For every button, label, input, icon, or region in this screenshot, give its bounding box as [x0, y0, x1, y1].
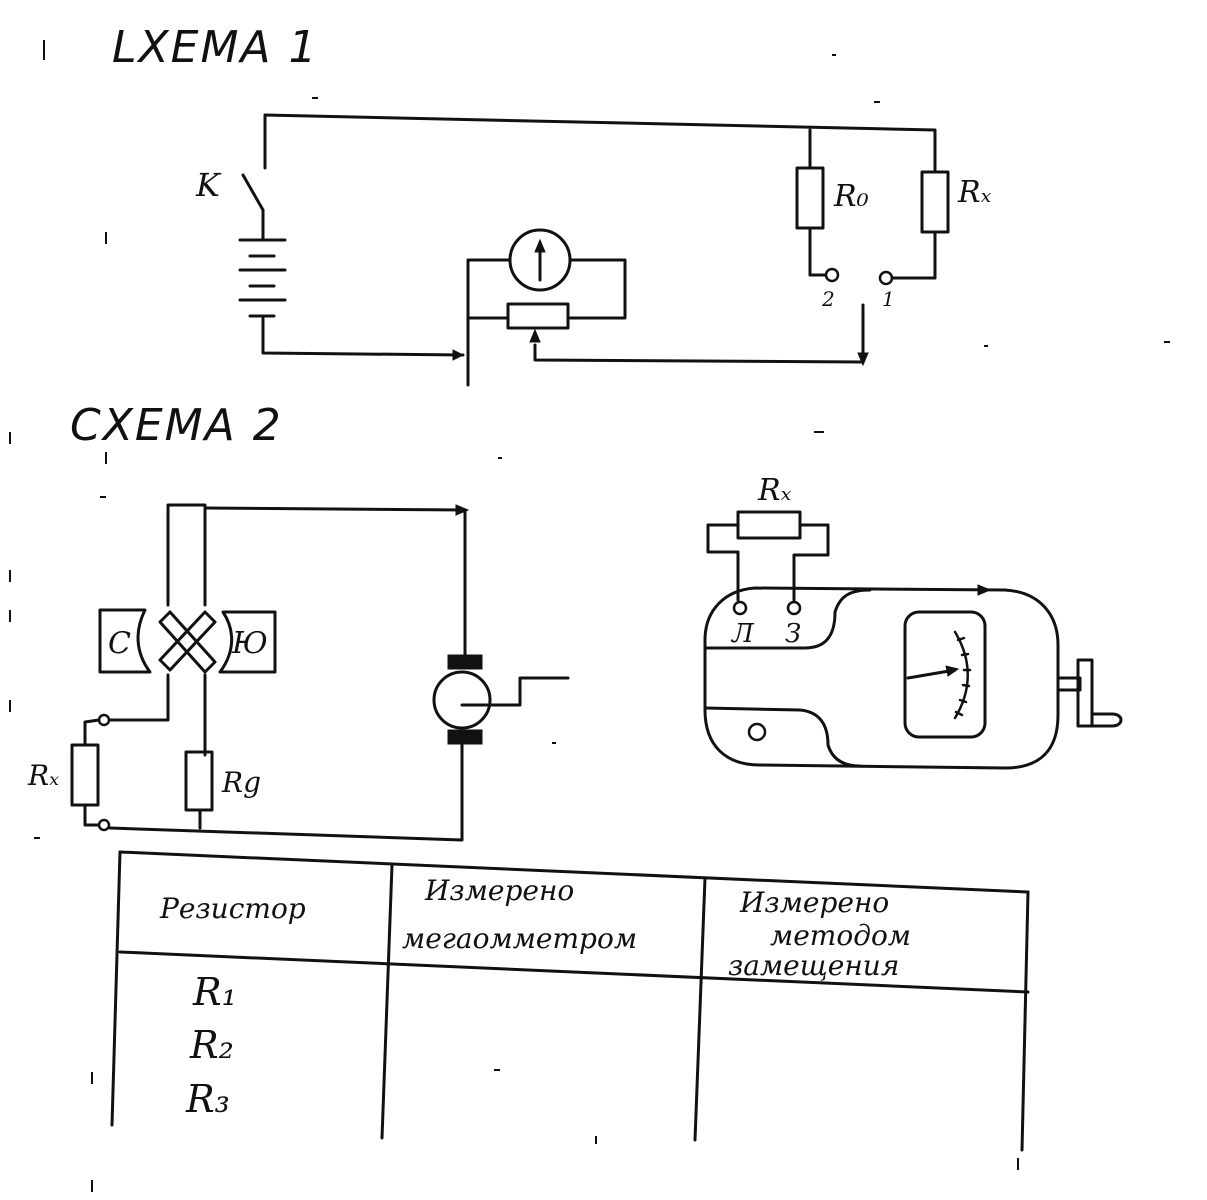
arrow-down-icon: [857, 352, 869, 367]
r0-resistor: [795, 166, 825, 230]
magnet-pole-n: [218, 610, 277, 674]
pointer-tip-icon: [945, 665, 960, 677]
galvanometer-left-wire: [466, 258, 512, 387]
dial-ticks: [954, 636, 972, 717]
megger-knob: [747, 722, 767, 742]
shunt-resistor: [506, 302, 570, 330]
rx2-top-wire: [83, 718, 101, 747]
megger-rx-label: Rₓ: [757, 473, 792, 508]
megohmmeter: Rₓ Л З: [703, 473, 1123, 770]
coil-lead-left: [108, 673, 170, 722]
needle-tip-icon: [534, 238, 546, 253]
table-header-divider: [118, 950, 1030, 994]
bottom-return-wire: [108, 743, 464, 842]
megger-terminal-1-label: Л: [730, 619, 755, 649]
top-wire: [263, 113, 937, 174]
header-megger-line-2: мегаомметром: [402, 922, 637, 955]
terminal-1-label: 1: [882, 287, 895, 311]
slider-wire: [533, 303, 865, 364]
row-resistor-2: R₂: [189, 1023, 234, 1067]
r0-label: R₀: [833, 179, 869, 214]
table-top-border: [118, 850, 1030, 894]
battery-symbol: [238, 238, 287, 318]
r0-bottom-wire: [808, 226, 827, 277]
megger-body: [703, 586, 1060, 770]
scheme-2: CXEMA 2 С Ю Rₓ Rg: [27, 400, 1123, 842]
megger-body-divider-top: [703, 588, 872, 650]
megger-dial-window: [903, 610, 987, 739]
megger-body-divider-bottom: [703, 706, 862, 768]
generator-icon: [432, 654, 570, 745]
terminal-2-label: 2: [821, 287, 835, 311]
coil-leads-top: [166, 503, 207, 607]
pole-n-label: Ю: [231, 626, 268, 661]
rx-bottom-wire: [890, 230, 937, 280]
arrow-icon: [977, 584, 992, 596]
slider-arrow-icon: [529, 328, 541, 343]
battery-return-wire: [261, 316, 465, 357]
rx2-label: Rₓ: [27, 759, 59, 792]
table-col-divider-2: [693, 876, 707, 1142]
switch-k-label: K: [195, 166, 222, 204]
header-megger-line-1: Измерено: [424, 874, 574, 907]
galvanometer-right-wire: [566, 258, 627, 320]
crank-handle-icon: [1056, 658, 1123, 728]
scheme-2-title: CXEMA 2: [70, 400, 283, 451]
arrow-icon: [455, 504, 470, 516]
table-right-border: [1020, 890, 1030, 1152]
rg-label: Rg: [221, 766, 261, 799]
scheme-1: LXEMA 1 K R₀: [112, 22, 992, 387]
megger-rx-right-lead: [792, 523, 830, 602]
arrow-icon: [452, 349, 465, 361]
rx2-resistor: [70, 743, 100, 807]
crossed-coil-icon: [158, 610, 217, 674]
rx-label: Rₓ: [957, 175, 992, 210]
scan-marks: [9, 40, 1170, 1192]
terminal-2: [824, 267, 840, 283]
rx-terminal-bottom: [97, 818, 111, 832]
scheme-1-title: LXEMA 1: [112, 22, 319, 73]
header-substitution-line-3: замещения: [728, 949, 899, 982]
megger-rx-left-lead: [706, 523, 740, 602]
row-resistor-3: R₃: [185, 1077, 230, 1121]
header-resistor: Резистор: [159, 892, 306, 925]
terminal-1: [878, 270, 894, 286]
rg-resistor: [184, 750, 214, 812]
megger-dial-scale: [953, 630, 969, 720]
row-resistor-1: R₁: [192, 970, 237, 1014]
results-table: Резистор Измерено мегаомметром Измерено …: [110, 850, 1030, 1152]
pole-s-label: С: [108, 626, 131, 661]
megger-rx-resistor: [736, 510, 802, 540]
rx-resistor: [920, 170, 950, 234]
header-substitution-line-1: Измерено: [739, 886, 889, 919]
rx2-bottom-wire: [83, 803, 100, 827]
megger-terminal-z: [786, 600, 802, 616]
megger-terminal-3-label: З: [785, 619, 801, 649]
table-left-border: [110, 850, 122, 1127]
table-col-divider-1: [380, 863, 394, 1140]
switch-k-blade: [241, 173, 265, 240]
magnet-pole-s: [98, 608, 152, 674]
header-substitution-line-2: методом: [770, 919, 911, 952]
megger-terminal-l: [732, 600, 748, 616]
